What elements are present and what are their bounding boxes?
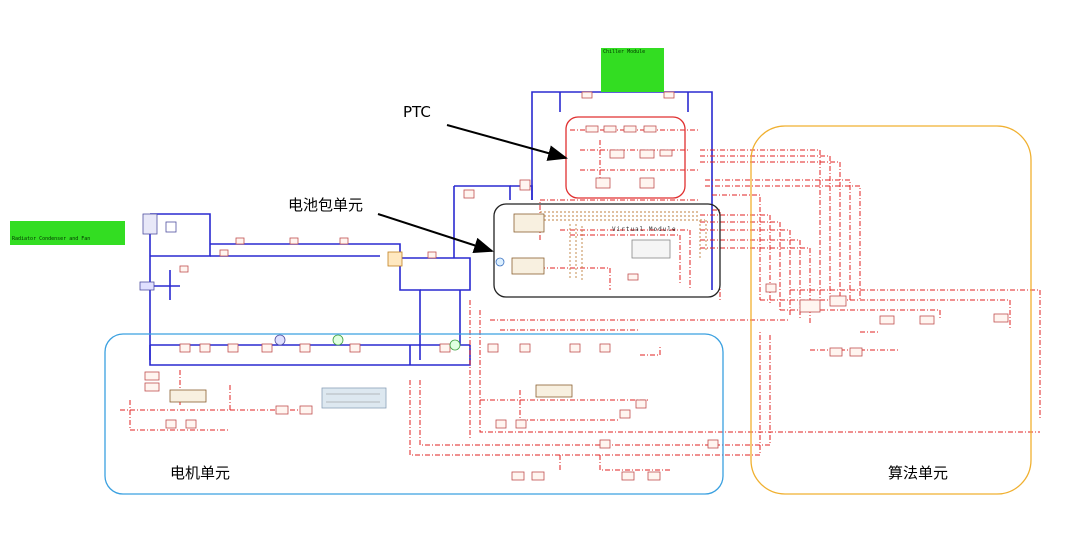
legend-box: [321, 387, 387, 409]
battery-arrow: [377, 213, 494, 254]
data-bus-lines: [540, 211, 707, 280]
radiator-module-label: Radiator Condenser and Fan: [12, 236, 91, 242]
ptc-callout: PTC: [403, 103, 431, 121]
battery-pack-callout: 电池包单元: [288, 196, 364, 214]
algorithm-region-box: [750, 125, 1032, 495]
chiller-module-block[interactable]: Chiller Module: [601, 48, 664, 92]
battery-region-box: [493, 203, 721, 298]
motor-region-box: [104, 333, 724, 495]
signal-lines: [120, 129, 1041, 471]
schematic-components: [139, 91, 1009, 481]
virtual-module-label: Virtual Module: [612, 226, 677, 233]
radiator-module-block[interactable]: Radiator Condenser and Fan: [10, 221, 125, 245]
chiller-module-label: Chiller Module: [603, 49, 646, 55]
algorithm-unit-label: 算法单元: [888, 464, 949, 482]
ptc-arrow: [446, 124, 568, 161]
motor-unit-label: 电机单元: [170, 464, 231, 482]
